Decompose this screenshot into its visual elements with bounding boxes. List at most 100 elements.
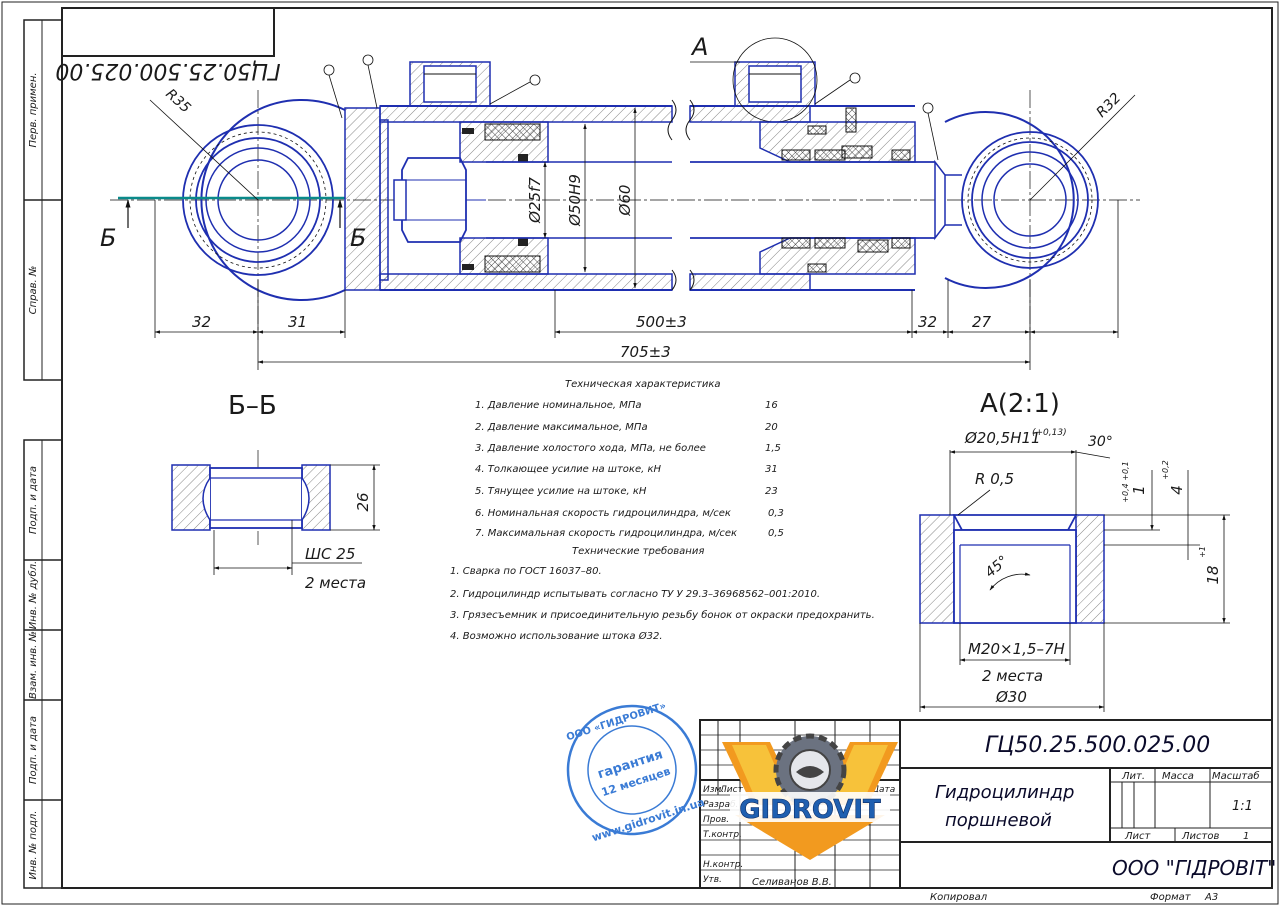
section-bb: Б–Б 26 ШС 25 2 места bbox=[171, 391, 380, 592]
detail-tol-18: +1 bbox=[1198, 546, 1207, 558]
detail-a: А(2:1) Ø20,5H11 (+0,13) 30° R 0,5 1 +0,4… bbox=[919, 389, 1230, 712]
stamp-label-1: Справ. № bbox=[28, 266, 39, 315]
spec-label-4: 5. Тянущее усилие на штоке, кН bbox=[475, 486, 647, 497]
spec-value-3: 31 bbox=[765, 464, 778, 475]
diam-body: Ø60 bbox=[616, 185, 634, 217]
piston bbox=[459, 121, 672, 275]
spec-value-0: 16 bbox=[765, 400, 778, 411]
mirrored-code: ГЦ50.25.500.025.00 bbox=[55, 58, 280, 83]
diam-rod: Ø25f7 bbox=[526, 177, 544, 224]
stamp-label-5: Подп. и дата bbox=[28, 716, 39, 784]
detail-angle-30: 30° bbox=[1088, 434, 1113, 450]
section-bb-title: Б–Б bbox=[228, 391, 277, 421]
detail-tol-thread: (+0,13) bbox=[1032, 428, 1067, 438]
tb-sheets-label: Листов bbox=[1181, 831, 1219, 842]
spec-value-6: 0,5 bbox=[768, 528, 784, 539]
stamp-label-2: Подп. и дата bbox=[28, 466, 39, 534]
guarantee-stamp: ООО «ГИДРОВИТ» гарантия 12 месяцев www.g… bbox=[565, 701, 706, 845]
detail-thread: M20×1,5–7H bbox=[968, 640, 1065, 658]
dim-32-left: 32 bbox=[192, 313, 211, 331]
spec-value-5: 0,3 bbox=[768, 508, 784, 519]
detail-dim-1: 1 bbox=[1130, 485, 1148, 495]
cylinder-main-view: Б Б R35 bbox=[100, 33, 1140, 370]
tb-format-label: Формат bbox=[1150, 892, 1192, 903]
tb-row-3: Пров. bbox=[703, 815, 729, 825]
port-boss-left bbox=[409, 61, 491, 107]
radius-right: R32 bbox=[1094, 90, 1125, 121]
port-boss-right bbox=[734, 61, 816, 107]
tb-company: ООО "ГІДРОВІТ" bbox=[1112, 856, 1276, 880]
detail-diam-30: Ø30 bbox=[995, 688, 1027, 706]
spec-value-2: 1,5 bbox=[765, 443, 781, 454]
tb-sheets: 1 bbox=[1243, 831, 1249, 842]
req-3: 4. Возможно использование штока Ø32. bbox=[450, 630, 663, 642]
requirements-title: Технические требования bbox=[572, 545, 704, 557]
req-1: 2. Гидроцилиндр испытывать согласно ТУ У… bbox=[450, 589, 820, 600]
stamp-label-0: Перв. примен. bbox=[28, 72, 39, 147]
section-label-left: Б bbox=[100, 224, 116, 252]
rear-cap bbox=[344, 107, 381, 291]
gland bbox=[759, 107, 916, 275]
detail-radius: R 0,5 bbox=[975, 470, 1014, 488]
spec-value-1: 20 bbox=[765, 422, 778, 433]
spec-label-6: 7. Максимальная скорость гидроцилиндра, … bbox=[475, 528, 737, 539]
tb-name-2: поршневой bbox=[945, 810, 1052, 831]
req-2: 3. Грязесъемник и присоединительную резь… bbox=[450, 609, 875, 621]
dim-31: 31 bbox=[288, 313, 307, 331]
left-eye bbox=[182, 99, 346, 301]
logo-text: GIDROVIT bbox=[739, 795, 881, 825]
detail-tol-1: +0,4 +0,1 bbox=[1121, 461, 1130, 502]
tb-name-1: Гидроцилиндр bbox=[935, 782, 1074, 803]
tb-col-mass: Масса bbox=[1162, 771, 1194, 782]
tb-copied: Копировал bbox=[930, 892, 988, 903]
dim-32-right: 32 bbox=[918, 313, 937, 331]
req-0: 1. Сварка по ГОСТ 16037–80. bbox=[450, 566, 602, 577]
diam-bore: Ø50H9 bbox=[566, 174, 584, 227]
piston-nut bbox=[393, 157, 486, 243]
tb-row-6: Утв. bbox=[703, 875, 722, 885]
tb-col-lit: Лит. bbox=[1121, 771, 1145, 782]
detail-diam-thread: Ø20,5H11 bbox=[964, 429, 1041, 447]
tb-row-5: Н.контр. bbox=[703, 860, 743, 870]
gidrovit-logo: GIDROVIT bbox=[722, 733, 898, 860]
section-bb-bearing: ШС 25 bbox=[305, 545, 355, 563]
tb-code: ГЦ50.25.500.025.00 bbox=[985, 733, 1210, 758]
detail-dim-4: 4 bbox=[1168, 485, 1186, 495]
tb-sheet-label: Лист bbox=[1124, 831, 1152, 842]
spec-label-1: 2. Давление максимальное, МПа bbox=[475, 422, 648, 433]
mirrored-code-box: ГЦ50.25.500.025.00 bbox=[55, 7, 281, 83]
section-bb-height: 26 bbox=[354, 492, 372, 511]
tb-format: А3 bbox=[1204, 892, 1218, 903]
dim-total: 705±3 bbox=[620, 343, 671, 361]
weld-markers bbox=[323, 54, 939, 161]
spec-label-3: 4. Толкающее усилие на штоке, кН bbox=[475, 464, 661, 475]
radius-left: R35 bbox=[162, 86, 193, 116]
detail-dim-18: 18 bbox=[1204, 565, 1222, 584]
view-label-a: А bbox=[690, 33, 708, 61]
stamp-label-6: Инв. № подл. bbox=[28, 811, 39, 880]
detail-a-title: А(2:1) bbox=[980, 389, 1060, 419]
tb-row-0: Изм. bbox=[703, 785, 724, 795]
spec-label-5: 6. Номинальная скорость гидроцилиндра, м… bbox=[475, 508, 731, 519]
dim-stroke: 500±3 bbox=[636, 313, 687, 331]
specs-title: Техническая характеристика bbox=[565, 379, 721, 390]
dim-27: 27 bbox=[972, 313, 992, 331]
tb-scale: 1:1 bbox=[1232, 799, 1253, 814]
stamp-label-3: Инв. № дубл. bbox=[27, 561, 39, 629]
section-bb-qty: 2 места bbox=[305, 574, 366, 592]
bottom-dimensions bbox=[154, 200, 1119, 370]
detail-tol-4: +0,2 bbox=[1161, 460, 1170, 479]
spec-label-2: 3. Давление холостого хода, МПа, не боле… bbox=[475, 442, 706, 454]
right-eye bbox=[944, 111, 1099, 289]
tb-utv-name: Селиванов В.В. bbox=[752, 877, 832, 888]
spec-label-0: 1. Давление номинальное, МПа bbox=[475, 400, 642, 411]
tb-col-scale: Масштаб bbox=[1212, 770, 1260, 782]
spec-value-4: 23 bbox=[765, 486, 778, 497]
side-stamp: Перв. примен. Справ. № Подп. и дата Инв.… bbox=[23, 19, 63, 889]
tb-date-label: Дата bbox=[871, 785, 895, 795]
tb-row-4: Т.контр. bbox=[703, 830, 742, 840]
detail-qty: 2 места bbox=[982, 667, 1043, 685]
stamp-label-4: Взам. инв. № bbox=[28, 631, 39, 699]
